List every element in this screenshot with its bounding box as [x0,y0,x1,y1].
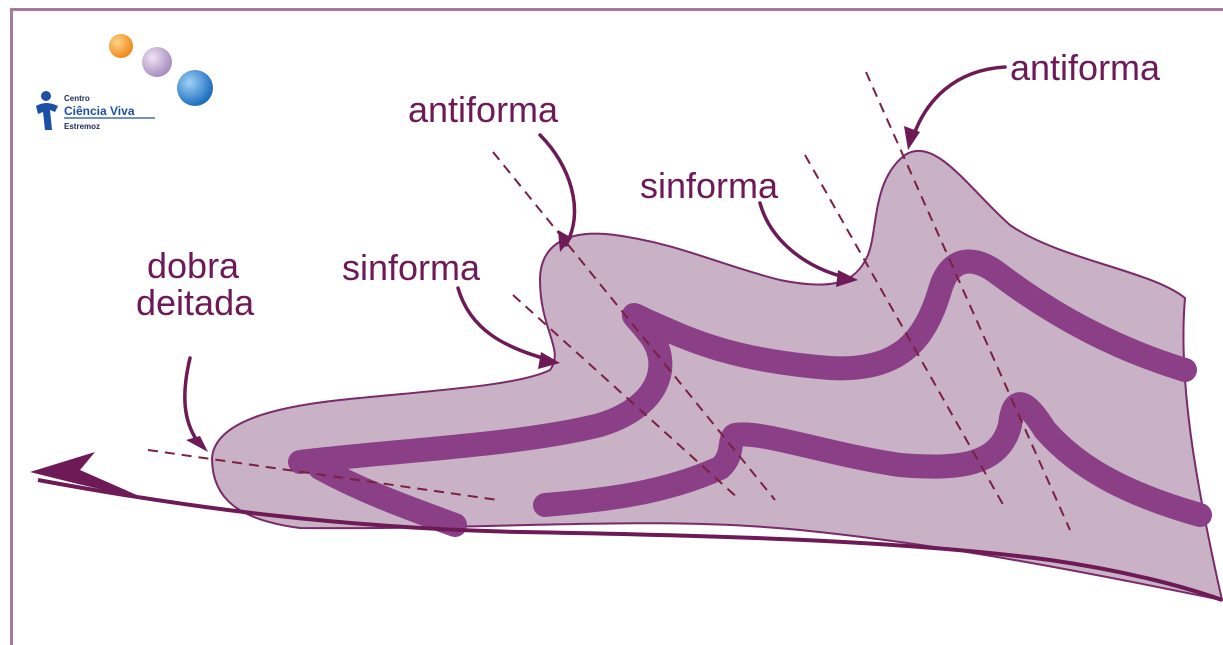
logo: Centro Ciência Viva Estremoz [36,34,213,131]
fold-body [212,151,1222,600]
arrow-antiforma-left [540,135,574,245]
logo-line-3: Estremoz [64,122,100,131]
label-sinforma-right: sinforma [640,165,779,206]
label-antiforma-left: antiforma [408,89,559,130]
arrow-antiforma-right [912,67,1005,140]
lilac-sphere-icon [142,47,172,77]
logo-line-1: Centro [64,94,90,103]
arrowhead-dobra-icon [186,436,208,452]
orange-sphere-icon [109,34,133,58]
arrow-dobra [185,358,200,445]
arrow-sinforma-right [760,203,848,278]
logo-line-2: Ciência Viva [64,104,135,118]
label-dobra-line2: deitada [136,282,255,323]
label-antiforma-right: antiforma [1010,47,1161,88]
label-sinforma-left: sinforma [342,247,481,288]
person-icon [36,91,58,130]
label-dobra-line1: dobra [147,245,240,286]
blue-sphere-icon [177,70,213,106]
thrust-arrow-icon [30,452,148,500]
arrow-sinforma-left [458,288,550,360]
